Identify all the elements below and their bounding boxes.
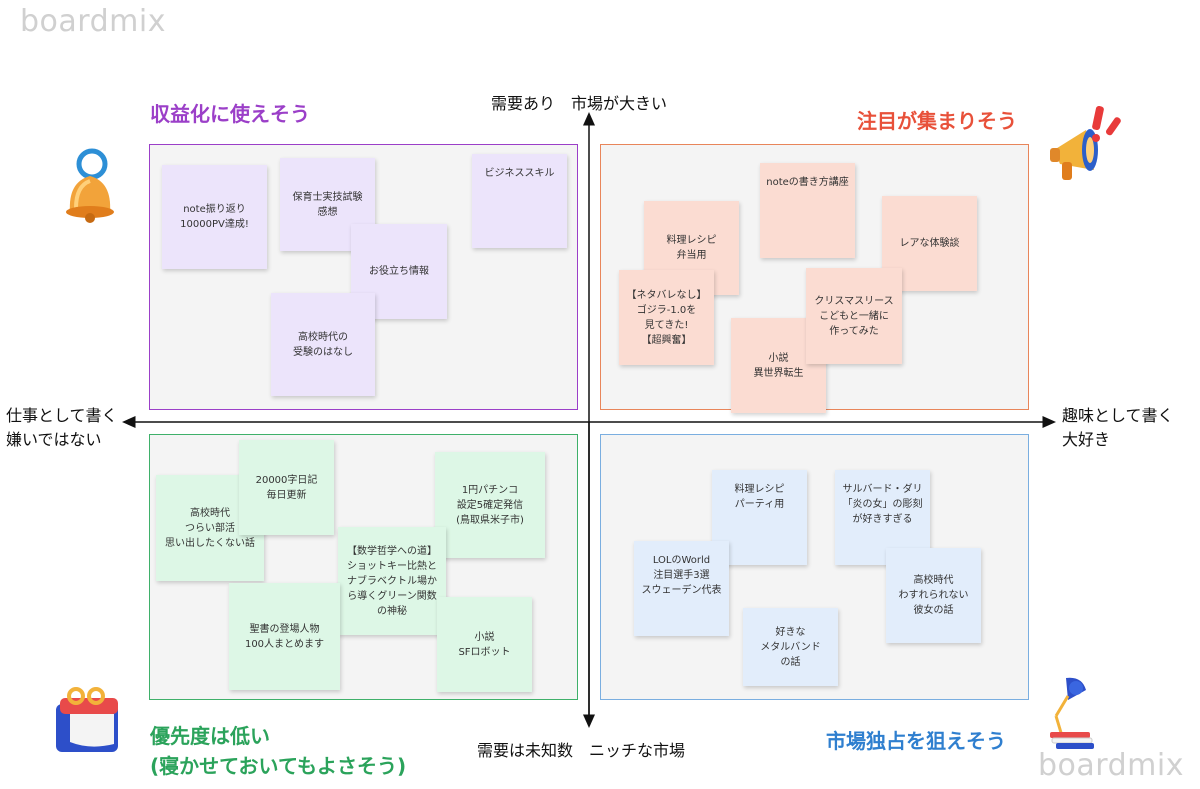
sticky-note[interactable]: noteの書き方講座 <box>760 163 855 258</box>
title-bottom-left-2: (寝かせておいてもよさそう) <box>150 754 407 778</box>
axis-label-top: 需要あり 市場が大きい <box>491 94 668 113</box>
axis-label-right-1: 趣味として書く <box>1062 406 1174 425</box>
desk-lamp-icon <box>1050 677 1094 749</box>
watermark-top: boardmix <box>20 4 166 39</box>
calendar-icon <box>56 687 118 752</box>
sticky-note[interactable]: 聖書の登場人物 100人まとめます <box>229 583 340 690</box>
sticky-note[interactable]: 【ネタバレなし】 ゴジラ-1.0を 見てきた! 【超興奮】 <box>619 270 714 365</box>
sticky-note[interactable]: 高校時代の 受験のはなし <box>271 293 375 396</box>
axis-label-left-2: 嫌いではない <box>6 430 102 449</box>
sticky-note[interactable]: ビジネススキル <box>472 154 567 248</box>
title-bottom-left-1: 優先度は低い <box>150 724 270 748</box>
sticky-note[interactable]: クリスマスリース こどもと一緒に 作ってみた <box>806 268 902 364</box>
sticky-note[interactable]: 20000字日記 毎日更新 <box>239 440 334 535</box>
sticky-note[interactable]: 【数学哲学への道】 ショットキー比熱と ナブラベクトル場か ら導くグリーン関数 … <box>338 527 446 635</box>
sticky-note[interactable]: 小説 SFロボット <box>437 597 532 692</box>
axis-label-right-2: 大好き <box>1062 430 1111 449</box>
sticky-note[interactable]: note振り返り 10000PV達成! <box>162 165 267 269</box>
sticky-note[interactable]: LOLのWorld 注目選手3選 スウェーデン代表 <box>634 541 729 636</box>
title-top-left: 収益化に使えそう <box>150 102 310 126</box>
sticky-note[interactable]: 高校時代 わすれられない 彼女の話 <box>886 548 981 643</box>
title-top-right: 注目が集まりそう <box>857 109 1017 133</box>
megaphone-icon <box>1050 105 1121 180</box>
watermark-bottom: boardmix <box>1038 748 1184 783</box>
title-bottom-right: 市場独占を狙えそう <box>826 729 1006 753</box>
axis-label-bottom: 需要は未知数 ニッチな市場 <box>477 741 686 760</box>
axis-label-left-1: 仕事として書く <box>6 406 118 425</box>
sticky-note[interactable]: 1円パチンコ 設定5確定発信 (鳥取県米子市) <box>435 452 545 558</box>
sticky-note[interactable]: 好きな メタルバンド の話 <box>743 608 838 686</box>
bell-icon <box>66 148 114 223</box>
sticky-note[interactable]: 料理レシピ パーティ用 <box>712 470 807 565</box>
